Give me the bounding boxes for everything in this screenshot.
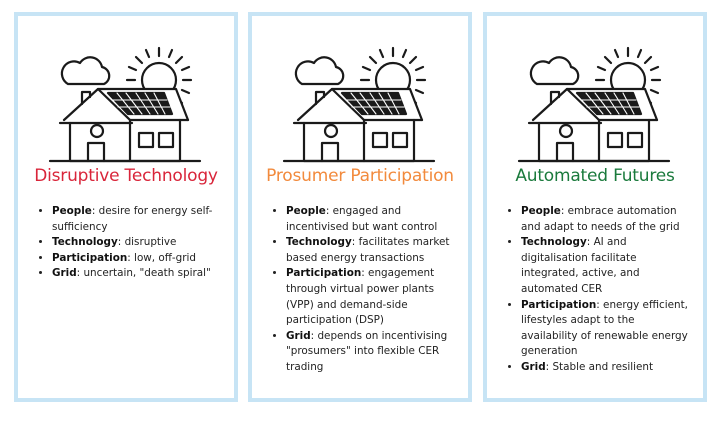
- scenario-card-prosumer: Prosumer Participation People: engaged a…: [248, 12, 472, 402]
- bullet-key: Grid: [52, 267, 77, 280]
- bullet-list: People: desire for energy self-sufficien…: [36, 204, 224, 282]
- bullet-text: : embrace automation and adapt to needs …: [521, 205, 680, 233]
- bullet-text: : facilitates market based energy transa…: [286, 236, 450, 264]
- list-item: Participation: low, off-grid: [52, 251, 224, 267]
- list-item: Technology: AI and digitalisation facili…: [521, 235, 693, 297]
- house-solar-illustration: [282, 46, 436, 163]
- list-item: Technology: disruptive: [52, 235, 224, 251]
- bullet-text: : depends on incentivising "prosumers" i…: [286, 329, 448, 373]
- bullet-text: : engagement through virtual power plant…: [286, 267, 435, 327]
- house-solar-illustration: [517, 46, 671, 163]
- list-item: Participation: energy efficient, lifesty…: [521, 298, 693, 360]
- bullet-list: People: engaged and incentivised but wan…: [270, 204, 458, 376]
- scenario-card-automated: Automated Futures People: embrace automa…: [483, 12, 707, 402]
- bullet-key: Participation: [521, 298, 597, 311]
- list-item: Grid: depends on incentivising "prosumer…: [286, 329, 458, 376]
- list-item: Grid: Stable and resilient: [521, 360, 693, 376]
- list-item: Grid: uncertain, "death spiral": [52, 266, 224, 282]
- bullet-key: Participation: [52, 251, 128, 264]
- list-item: People: desire for energy self-sufficien…: [52, 204, 224, 235]
- bullet-key: Grid: [286, 329, 311, 342]
- bullet-key: Technology: [286, 236, 352, 249]
- bullet-text: : engaged and incentivised but want cont…: [286, 205, 438, 233]
- list-item: People: embrace automation and adapt to …: [521, 204, 693, 235]
- bullet-list: People: embrace automation and adapt to …: [505, 204, 693, 376]
- house-solar-illustration: [48, 46, 202, 163]
- bullet-text: : desire for energy self-sufficiency: [52, 205, 213, 233]
- bullet-key: Grid: [521, 360, 546, 373]
- bullet-key: People: [286, 205, 326, 217]
- bullet-key: Technology: [521, 236, 587, 249]
- card-title: Prosumer Participation: [266, 166, 454, 186]
- list-item: Technology: facilitates market based ene…: [286, 235, 458, 266]
- bullet-text: : disruptive: [117, 236, 177, 249]
- bullet-text: : Stable and resilient: [545, 360, 654, 373]
- card-title: Automated Futures: [515, 166, 675, 186]
- scenario-card-disruptive: Disruptive Technology People: desire for…: [14, 12, 238, 402]
- bullet-key: Technology: [52, 236, 118, 249]
- bullet-key: People: [52, 205, 92, 217]
- bullet-text: : energy efficient, lifestyles adapt to …: [521, 298, 688, 358]
- bullet-text: : low, off-grid: [127, 251, 197, 264]
- list-item: People: engaged and incentivised but wan…: [286, 204, 458, 235]
- card-title: Disruptive Technology: [34, 166, 218, 186]
- bullet-text: : uncertain, "death spiral": [76, 267, 211, 280]
- bullet-key: Participation: [286, 267, 362, 280]
- list-item: Participation: engagement through virtua…: [286, 266, 458, 328]
- bullet-key: People: [521, 205, 561, 217]
- bullet-text: : AI and digitalisation facilitate integ…: [521, 236, 640, 295]
